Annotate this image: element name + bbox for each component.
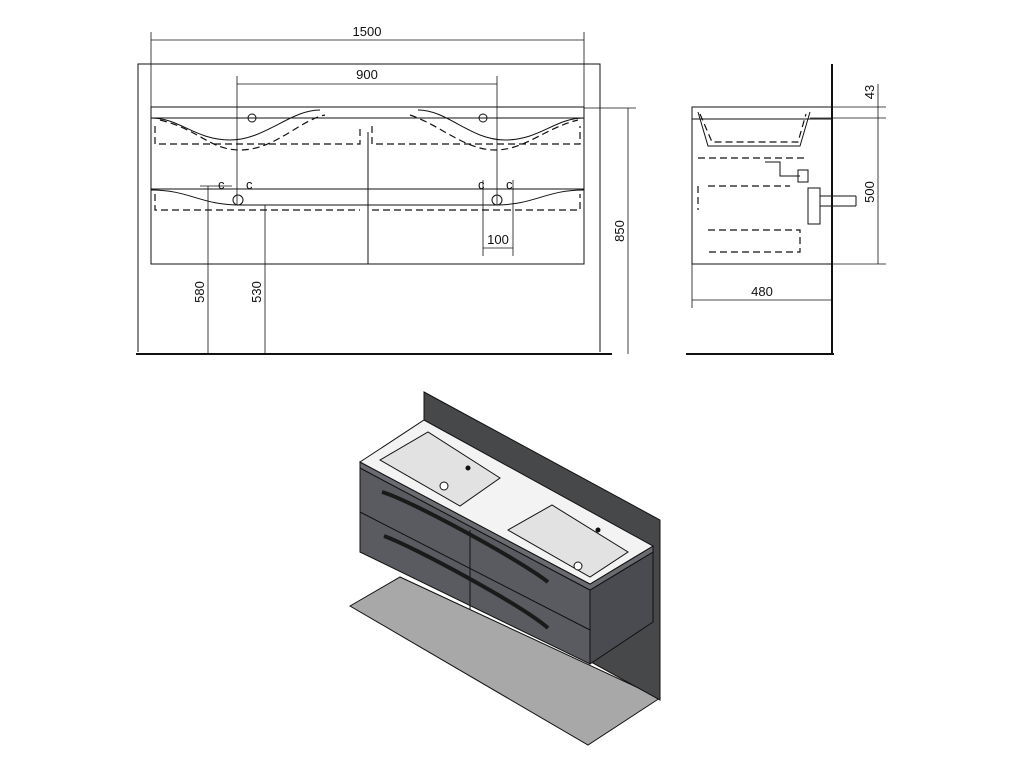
dim-label-850: 850 bbox=[612, 220, 627, 242]
iso-handle-bottom bbox=[383, 534, 550, 630]
siphon-nut bbox=[797, 169, 809, 183]
iso-basin-left bbox=[379, 431, 501, 507]
iso-drain-right bbox=[573, 561, 583, 571]
iso-tap-hole-right bbox=[595, 527, 601, 533]
drawer-dash-bottom-right bbox=[372, 194, 581, 211]
hook-mark-4: c bbox=[506, 177, 513, 192]
dim-label-43: 43 bbox=[862, 85, 877, 99]
basin-dash-right bbox=[409, 114, 579, 151]
siphon-pipe bbox=[765, 161, 800, 177]
drawer-dash-top-left bbox=[154, 126, 361, 145]
top-curve bbox=[150, 109, 585, 141]
side-basin-dash bbox=[699, 113, 807, 143]
drawer-dash-bottom-left bbox=[154, 194, 360, 211]
dim-label-100: 100 bbox=[487, 232, 509, 247]
dim-label-900: 900 bbox=[356, 67, 378, 82]
iso-handle-top bbox=[381, 490, 550, 584]
isometric-view bbox=[349, 391, 662, 746]
iso-drawer-split-h bbox=[359, 511, 591, 631]
side-drawer-bottom-dash bbox=[708, 229, 801, 253]
iso-basin-right bbox=[506, 504, 629, 578]
hook-mark-2: c bbox=[246, 177, 253, 192]
drawer-dash-top-right bbox=[371, 126, 581, 145]
side-basin-profile bbox=[697, 111, 811, 147]
waste-pipe bbox=[807, 187, 821, 225]
basin-dash-left bbox=[159, 114, 326, 151]
drain-left bbox=[232, 194, 244, 206]
dim-label-480: 480 bbox=[751, 284, 773, 299]
side-view: 43 500 480 bbox=[686, 64, 886, 355]
tap-hole-left bbox=[247, 113, 257, 123]
hook-mark-3: c bbox=[478, 177, 485, 192]
dim-label-530: 530 bbox=[249, 281, 264, 303]
iso-drain-left bbox=[439, 481, 449, 491]
dim-label-1500: 1500 bbox=[353, 24, 382, 39]
iso-tap-hole-left bbox=[465, 465, 471, 471]
front-wall-outline bbox=[137, 63, 601, 352]
tap-hole-right bbox=[478, 113, 488, 123]
dim-label-580: 580 bbox=[192, 281, 207, 303]
dim-label-500: 500 bbox=[862, 181, 877, 203]
side-cabinet-outline bbox=[691, 106, 833, 265]
front-view: c c c c 1500 900 100 850 580 530 bbox=[136, 24, 636, 355]
lower-handle-curve bbox=[150, 189, 585, 206]
hook-mark-1: c bbox=[218, 177, 225, 192]
